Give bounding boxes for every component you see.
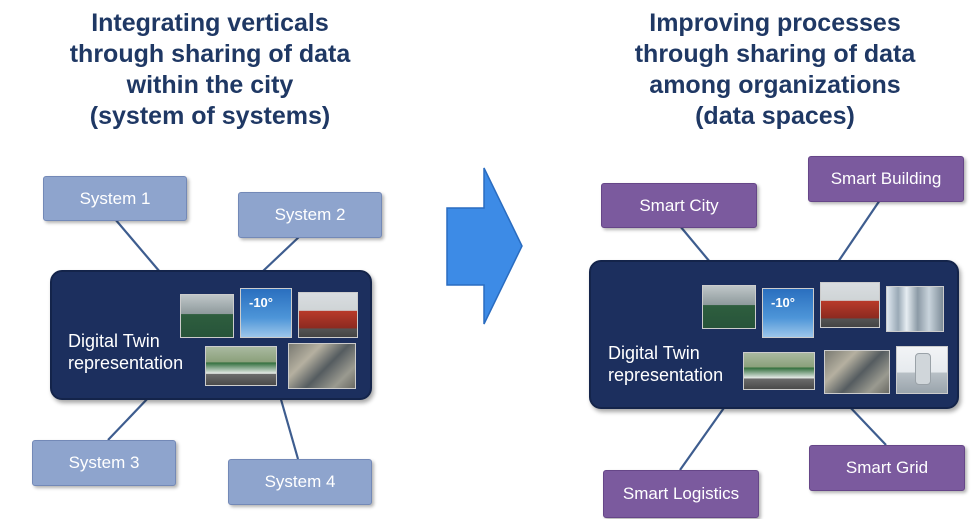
hub-label-line: Digital Twin [68,331,160,351]
smart-building-node: Smart Building [808,156,964,202]
right-title-line: (data spaces) [695,102,855,130]
bus-photo [298,292,358,338]
connector-system-4 [278,395,300,460]
system-4-node: System 4 [228,459,372,505]
right-hub-label: Digital Twin representation [608,342,723,386]
connector-smart-grid [847,404,887,446]
connector-smart-building [837,199,881,263]
weather-forecast-photo: -10° [762,288,814,338]
connector-smart-logistics [679,404,727,471]
hub-label-line: representation [608,365,724,385]
hub-label-line: Digital Twin [608,343,700,363]
left-title-line: Integrating verticals [91,9,329,37]
right-title-line: among organizations [649,71,901,99]
skyscraper-photo [886,286,944,332]
left-title: Integrating verticals through sharing of… [15,8,405,132]
left-title-line: through sharing of data [69,40,351,68]
smart-city-node: Smart City [601,183,757,228]
traffic-photo [288,343,356,389]
system-1-node: System 1 [43,176,187,221]
system-2-node: System 2 [238,192,382,238]
connector-system-2 [261,235,301,273]
right-title: Improving processes through sharing of d… [580,8,970,132]
bus-photo [820,282,880,328]
garbage-truck-photo [205,346,277,386]
traffic-photo [824,350,890,394]
garbage-truck-photo [743,352,815,390]
recycling-bins-photo [180,294,234,338]
smart-grid-node: Smart Grid [809,445,965,491]
recycling-bins-photo [702,285,756,329]
connector-system-3 [107,395,151,441]
left-title-line: within the city [126,71,294,99]
ev-charger-photo [896,346,948,394]
connector-smart-city [679,225,711,263]
left-title-line: (system of systems) [89,102,331,130]
hub-label-line: representation [68,353,184,373]
system-3-node: System 3 [32,440,176,486]
connector-system-1 [114,218,161,273]
left-hub-label: Digital Twin representation [68,330,183,374]
right-title-line: Improving processes [649,9,901,37]
right-title-line: through sharing of data [634,40,916,68]
smart-logistics-node: Smart Logistics [603,470,759,518]
weather-forecast-photo: -10° [240,288,292,338]
